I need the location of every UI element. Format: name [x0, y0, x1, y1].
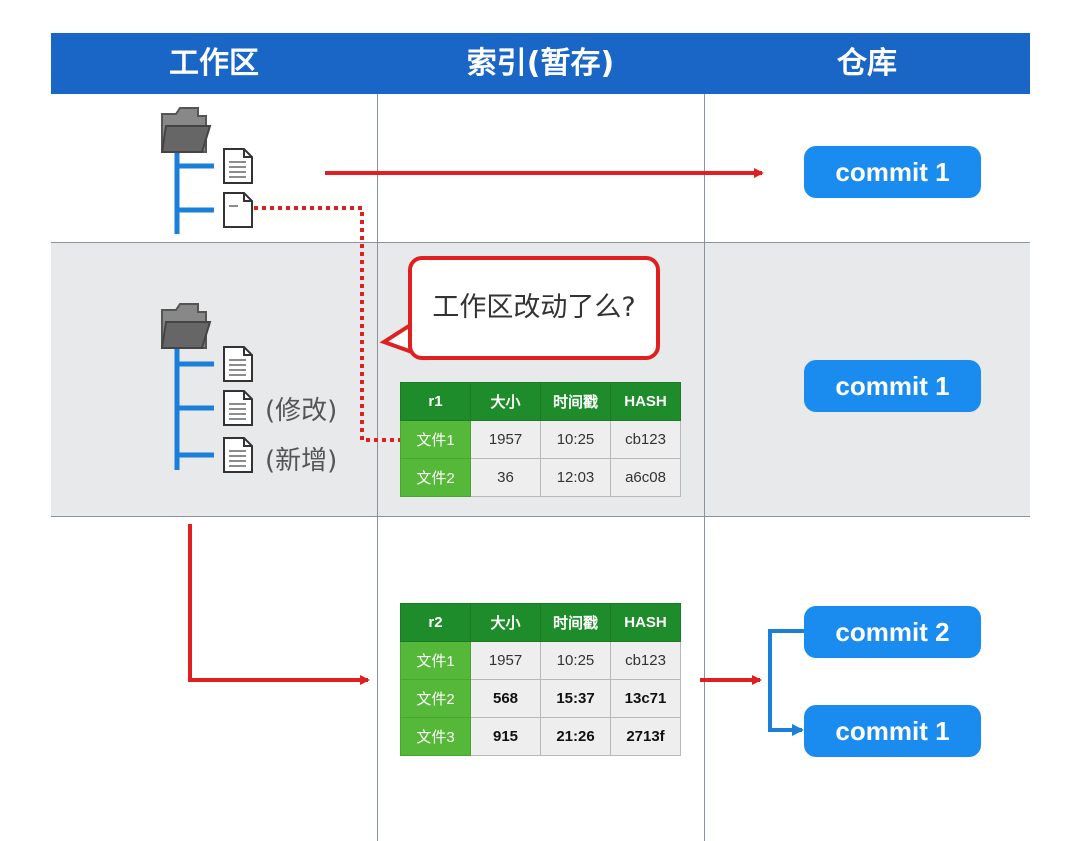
commit-badge-row3-bottom: commit 1	[804, 705, 981, 757]
table-row: 文件2 36 12:03 a6c08	[400, 458, 681, 497]
folder-icon	[161, 107, 211, 153]
commit-history-link	[768, 629, 806, 736]
document-icon	[223, 390, 253, 426]
table-header-cell: r1	[400, 382, 471, 421]
table-cell: 12:03	[540, 458, 611, 497]
table-row: 文件2 568 15:37 13c71	[400, 679, 681, 718]
table-cell: 文件1	[400, 420, 471, 459]
table-cell: 21:26	[540, 717, 611, 756]
table-cell: 1957	[470, 641, 541, 680]
dotted-connector	[254, 206, 400, 442]
column-divider	[704, 94, 705, 841]
table-row: 文件3 915 21:26 2713f	[400, 717, 681, 756]
table-row: 文件1 1957 10:25 cb123	[400, 420, 681, 459]
arrow-row3-to-index	[188, 524, 370, 685]
index-table-r1: r1 大小 时间戳 HASH 文件1 1957 10:25 cb123 文件2 …	[400, 382, 681, 497]
document-icon	[223, 437, 253, 473]
header-workspace: 工作区	[169, 46, 259, 81]
table-cell: 13c71	[610, 679, 681, 718]
table-header-cell: r2	[400, 603, 471, 642]
commit-badge-row1: commit 1	[804, 146, 981, 198]
header-repo: 仓库	[837, 46, 897, 81]
table-header-cell: 时间戳	[540, 382, 611, 421]
tree-row1	[161, 107, 253, 234]
table-header-cell: HASH	[610, 382, 681, 421]
header-index: 索引(暂存)	[466, 46, 615, 81]
table-cell: 10:25	[540, 420, 611, 459]
table-cell: cb123	[610, 641, 681, 680]
table-cell: cb123	[610, 420, 681, 459]
row-divider	[51, 242, 1030, 243]
table-cell: 915	[470, 717, 541, 756]
document-icon	[223, 346, 253, 382]
document-icon	[223, 148, 253, 184]
table-cell: 2713f	[610, 717, 681, 756]
note-added: (新增)	[265, 446, 338, 476]
table-cell: 文件2	[400, 458, 471, 497]
table-cell: 文件1	[400, 641, 471, 680]
note-modified: (修改)	[265, 396, 338, 426]
row-divider	[51, 516, 1030, 517]
bubble-tail	[379, 322, 414, 354]
table-cell: 文件3	[400, 717, 471, 756]
document-icon	[223, 192, 253, 228]
index-table-r2: r2 大小 时间戳 HASH 文件1 1957 10:25 cb123 文件2 …	[400, 603, 681, 756]
table-header-cell: 大小	[470, 603, 541, 642]
question-bubble: 工作区改动了么?	[408, 256, 660, 360]
table-cell: 568	[470, 679, 541, 718]
table-cell: 15:37	[540, 679, 611, 718]
table-cell: 文件2	[400, 679, 471, 718]
tree-row2	[161, 303, 253, 473]
column-divider	[377, 94, 378, 841]
table-cell: 10:25	[540, 641, 611, 680]
folder-icon	[161, 303, 211, 349]
table-cell: a6c08	[610, 458, 681, 497]
table-header-cell: 时间戳	[540, 603, 611, 642]
commit-badge-row2: commit 1	[804, 360, 981, 412]
table-cell: 1957	[470, 420, 541, 459]
commit-badge-row3-top: commit 2	[804, 606, 981, 658]
table-cell: 36	[470, 458, 541, 497]
table-row: 文件1 1957 10:25 cb123	[400, 641, 681, 680]
table-header-cell: HASH	[610, 603, 681, 642]
table-header-cell: 大小	[470, 382, 541, 421]
column-header: 工作区 索引(暂存) 仓库	[51, 33, 1030, 94]
